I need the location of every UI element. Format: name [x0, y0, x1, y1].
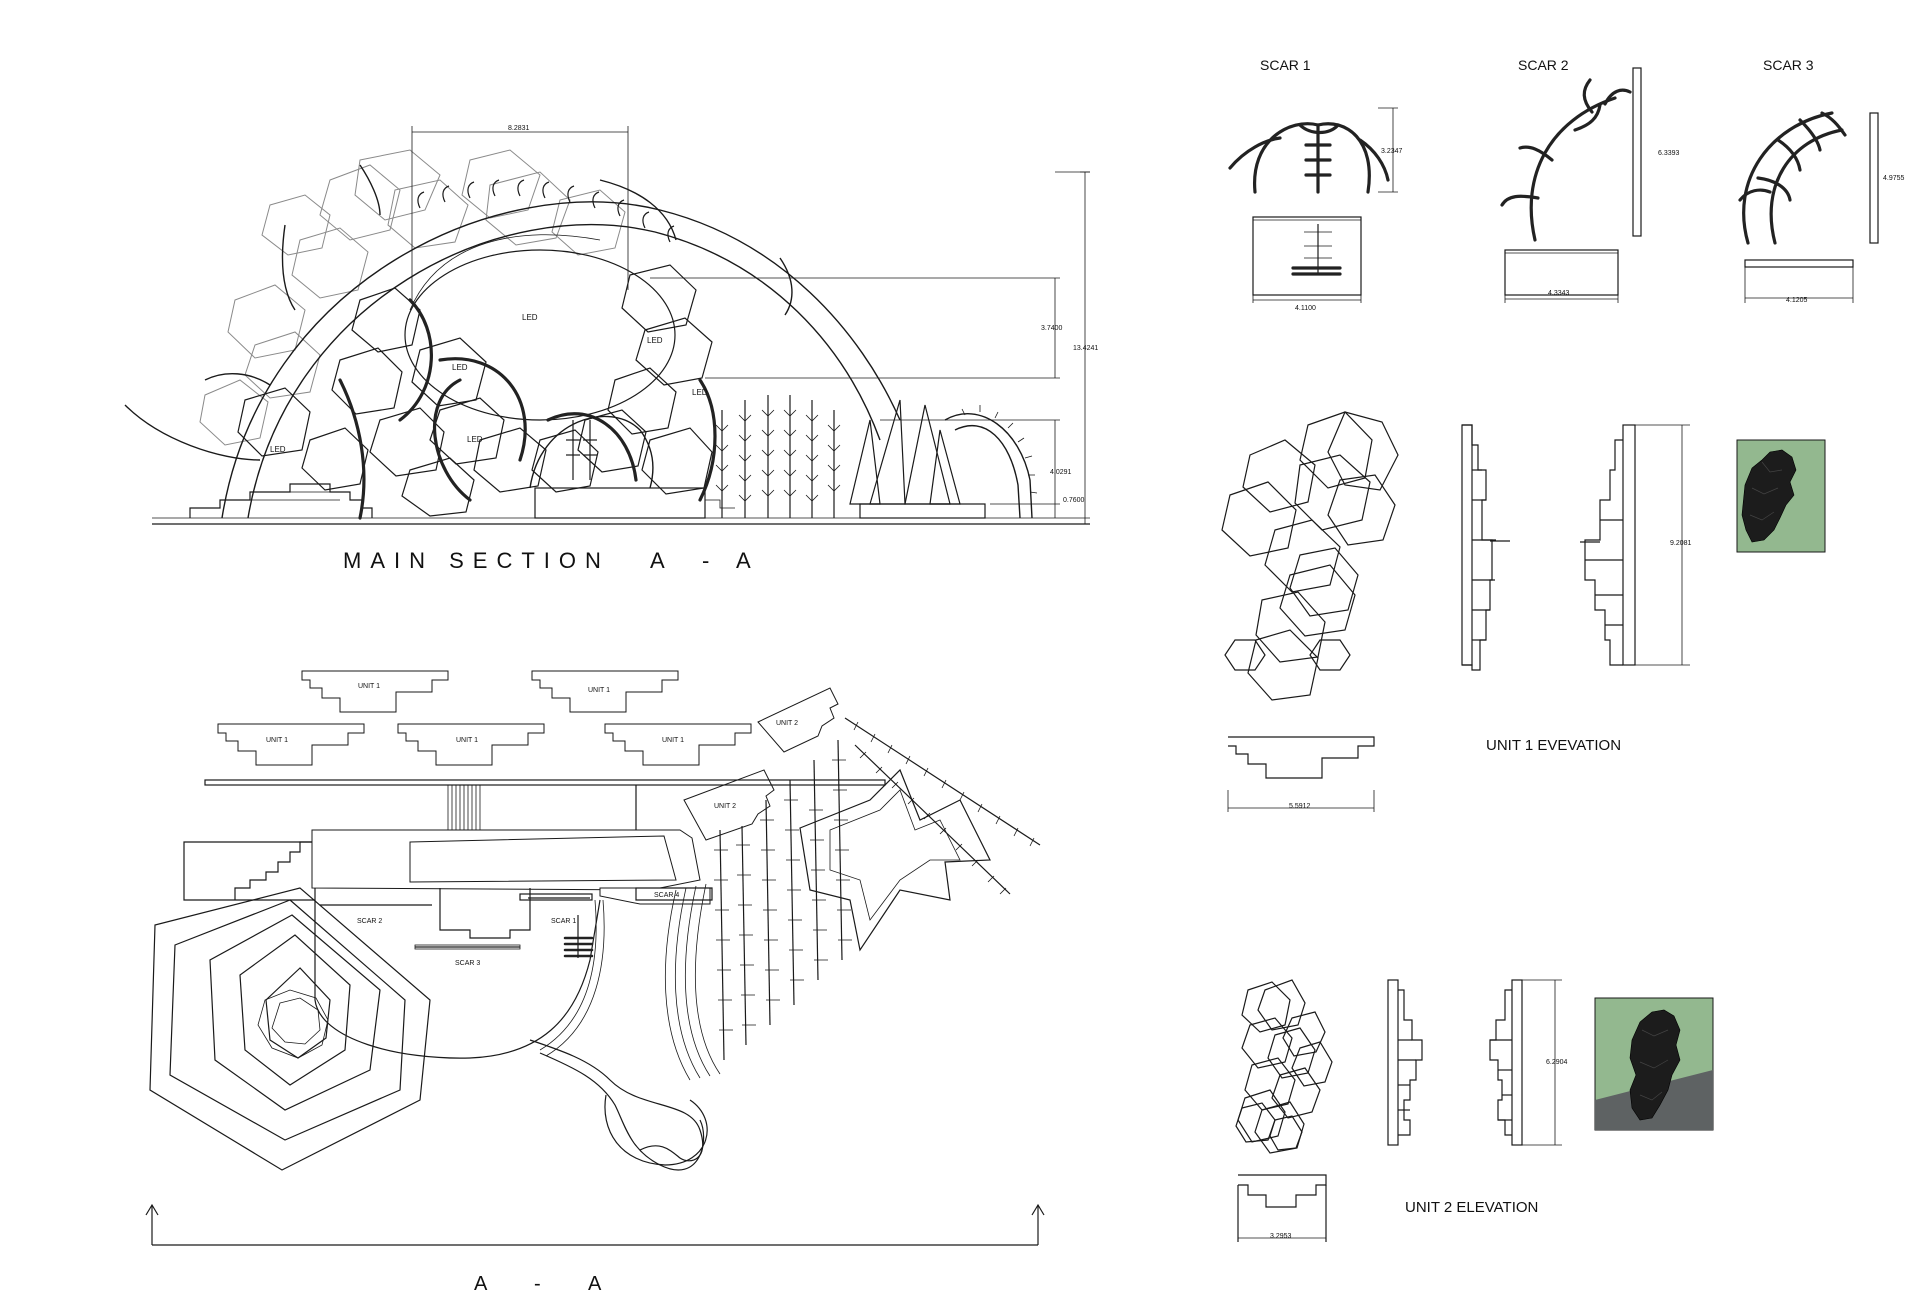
plan-unit1-label-e: UNIT 1	[662, 737, 684, 744]
unit-1-height-dim: 9.2081	[1670, 540, 1692, 547]
scar-2-width-dim: 4.3343	[1548, 290, 1570, 297]
plan-unit2-label-a: UNIT 2	[776, 720, 798, 727]
main-section-title: MAIN SECTION	[343, 548, 610, 573]
scar-1-height-dim: 3.2347	[1381, 148, 1403, 155]
dim-lower-height: 4.0291	[1050, 469, 1072, 476]
main-section-dash: -	[702, 548, 718, 573]
unit-2-render	[1594, 997, 1714, 1131]
unit-2-height-dim: 6.2904	[1546, 1059, 1568, 1066]
led-label-right: LED	[647, 336, 663, 345]
plan-unit1-label-c: UNIT 1	[266, 737, 288, 744]
scar-3-title: SCAR 3	[1763, 57, 1814, 73]
plan-drawing: UNIT 1 UNIT 1 UNIT 1 UNIT 1 UNIT 1 UNIT …	[145, 670, 1045, 1295]
unit-2-elevation: 6.2904 3.2953 UNIT 2 ELEVATION	[1235, 979, 1714, 1242]
main-section-drawing: 8.2831 13.4241 3.7400 4.0291 0.7600 LED …	[124, 125, 1098, 573]
dim-upper-height: 3.7400	[1041, 325, 1063, 332]
led-label-left-upper: LED	[452, 363, 468, 372]
unit-2-width-dim: 3.2953	[1270, 1233, 1292, 1240]
unit-2-render-object	[1629, 1009, 1681, 1121]
plan-unit1-label-d: UNIT 1	[456, 737, 478, 744]
plan-unit2-label-b: UNIT 2	[714, 803, 736, 810]
scar-3-width-dim: 4.1205	[1786, 297, 1808, 304]
plan-unit1-label-b: UNIT 1	[588, 687, 610, 694]
plan-scar1-label: SCAR 1	[551, 918, 576, 925]
scar-1-width-dim: 4.1100	[1295, 305, 1316, 312]
unit-1-elevation: 9.2081 5.5912 UNIT 1 EVEVATION	[1221, 411, 1826, 812]
dim-top-width: 8.2831	[508, 125, 530, 132]
main-section-letter-right: A	[736, 548, 760, 573]
scar-3-drawing: SCAR 3 4.9755 4.1205	[1738, 57, 1905, 304]
led-label-center: LED	[522, 313, 538, 322]
scar-3-height-dim: 4.9755	[1883, 175, 1905, 182]
scar-2-height-dim: 6.3393	[1658, 150, 1680, 157]
unit-1-width-dim: 5.5912	[1289, 803, 1311, 810]
cut-line-letter-left: A	[474, 1273, 491, 1295]
led-label-far-left: LED	[270, 445, 286, 454]
led-label-middle: LED	[467, 435, 483, 444]
plan-unit1-label-a: UNIT 1	[358, 683, 380, 690]
led-label-right-lower: LED	[692, 388, 708, 397]
plan-scar3-label: SCAR 3	[455, 960, 480, 967]
scar-1-drawing: SCAR 1 3.2347 4.1100	[1228, 57, 1403, 312]
cut-line-letter-right: A	[588, 1273, 605, 1295]
plan-scar4-label: SCAR 4	[654, 892, 679, 899]
scar-1-title: SCAR 1	[1260, 57, 1311, 73]
dim-base-height: 0.7600	[1063, 497, 1085, 504]
main-section-letter-left: A	[650, 548, 674, 573]
cut-line-dash: -	[534, 1273, 545, 1295]
unit-1-render-object	[1741, 449, 1797, 543]
unit-1-elevation-title: UNIT 1 EVEVATION	[1486, 737, 1621, 754]
scar-2-title: SCAR 2	[1518, 57, 1569, 73]
unit-2-elevation-title: UNIT 2 ELEVATION	[1405, 1199, 1538, 1216]
scar-2-drawing: SCAR 2 6.3393 4.3343	[1500, 57, 1680, 303]
plan-scar2-label: SCAR 2	[357, 918, 382, 925]
dim-total-height: 13.4241	[1073, 345, 1098, 352]
